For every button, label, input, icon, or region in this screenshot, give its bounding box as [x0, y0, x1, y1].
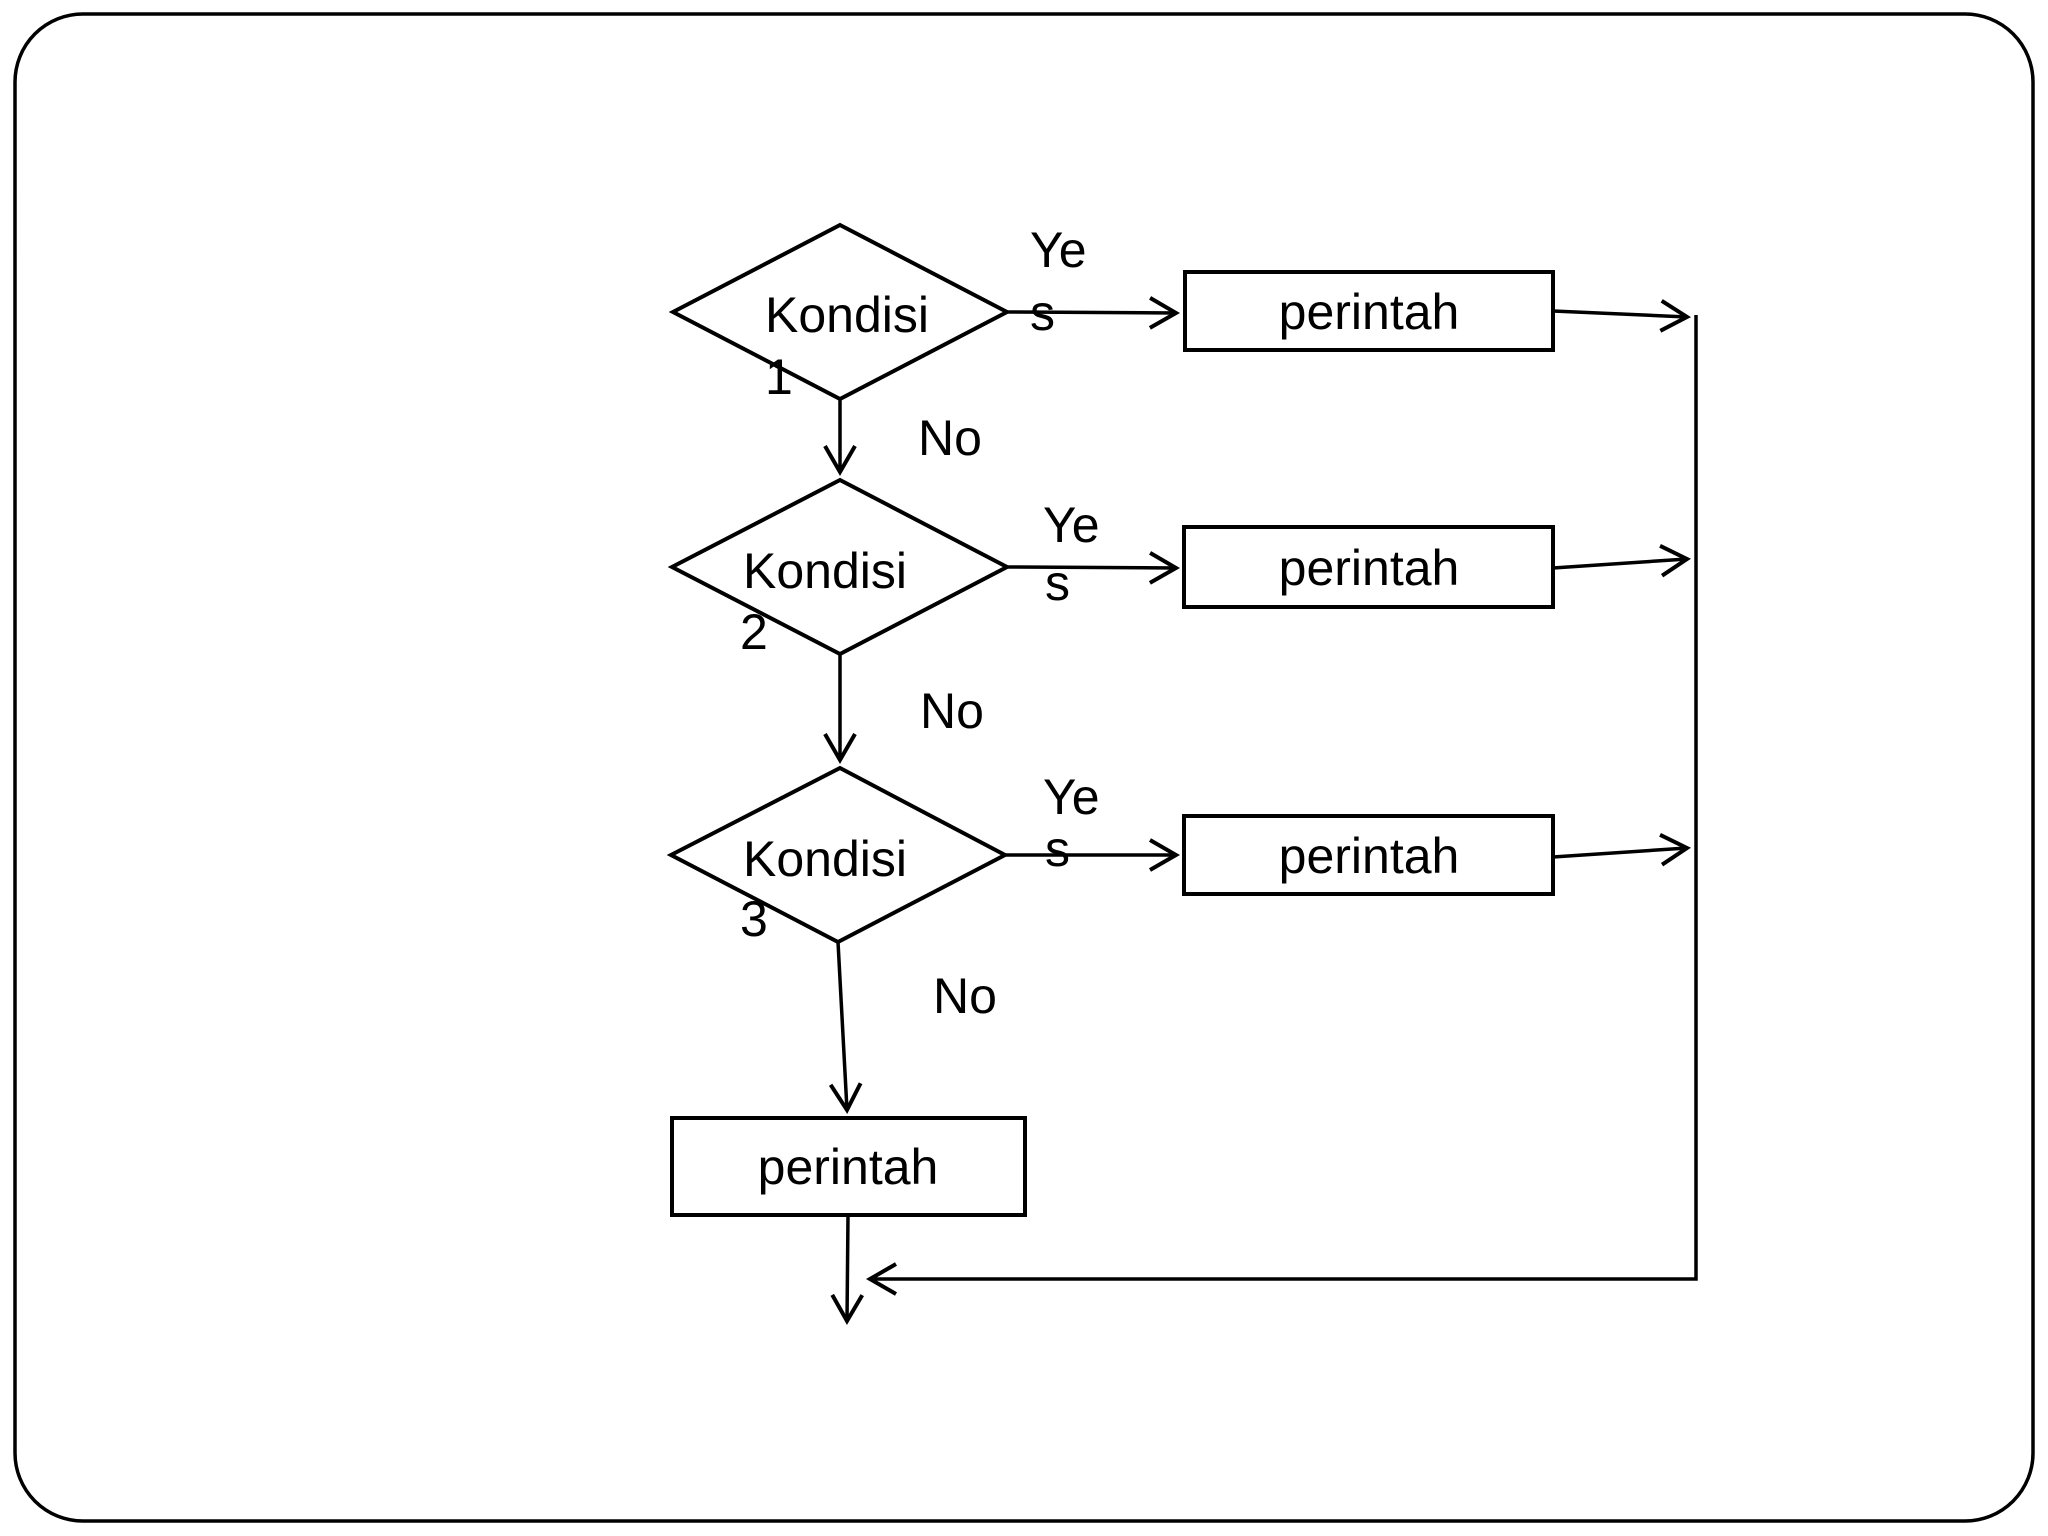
connector-process1-rail: [1552, 299, 1691, 333]
no-label-2: No: [920, 683, 984, 739]
process-box-3: [1182, 814, 1555, 896]
connector-right-rail-return: [865, 315, 1698, 1296]
connector-final-exit: [830, 1214, 864, 1326]
decision-2-label-line2: 2: [740, 604, 768, 660]
decision-1-label-line1: Kondisi: [765, 287, 929, 343]
process-box-1-label: perintah: [1279, 284, 1460, 340]
connector-process2-rail: [1552, 543, 1691, 578]
process-box-3-label: perintah: [1279, 828, 1460, 884]
process-box-2-label: perintah: [1279, 540, 1460, 596]
connector-decision2-yes: [1006, 551, 1181, 585]
yes-label-2-line2: s: [1045, 555, 1070, 611]
decision-2-label-line1: Kondisi: [743, 543, 907, 599]
final-process-box-label: perintah: [758, 1139, 939, 1195]
connector-process3-rail: [1552, 832, 1691, 867]
decision-3-label-line2: 3: [740, 891, 768, 947]
decision-diamond-2: [667, 477, 1012, 657]
final-process-box: [670, 1116, 1027, 1217]
decision-diamond-3: [666, 765, 1010, 945]
slide-border: [13, 12, 2035, 1523]
decision-1-label-line2: 1: [765, 349, 793, 405]
decision-3-label-line1: Kondisi: [743, 831, 907, 887]
yes-label-1-line2: s: [1030, 285, 1055, 341]
connector-decision1-yes: [1006, 296, 1181, 330]
process-box-2: [1182, 525, 1555, 609]
yes-label-1-line1: Ye: [1030, 222, 1087, 278]
no-label-3: No: [933, 968, 997, 1024]
decision-diamond-1: [668, 222, 1012, 402]
process-box-1: [1183, 270, 1555, 352]
connector-decision3-no: [828, 941, 863, 1114]
yes-label-2-line1: Ye: [1043, 497, 1100, 553]
yes-label-3-line2: s: [1045, 821, 1070, 877]
no-label-1: No: [918, 410, 982, 466]
yes-label-3-line1: Ye: [1043, 769, 1100, 825]
